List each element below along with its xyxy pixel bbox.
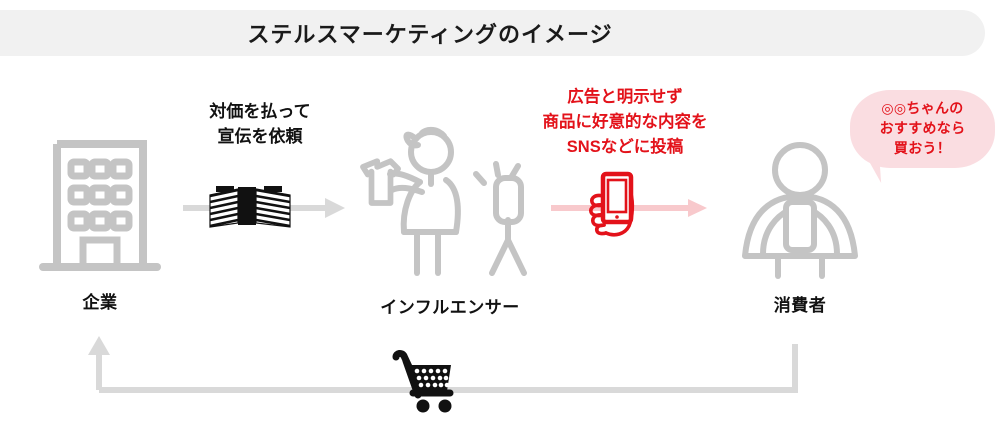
speech-bubble-line2: おすすめなら [879, 120, 966, 137]
office-building-icon [39, 140, 161, 271]
influencer-person-icon [360, 126, 527, 276]
consumer-person-icon [742, 142, 858, 279]
header-bar [0, 10, 985, 56]
node-influencer: インフルエンサー [360, 126, 535, 317]
caption-post-line1: 広告と明示せず [567, 88, 683, 106]
node-label-influencer: インフルエンサー [380, 298, 520, 317]
caption-pay: 対価を払って 宣伝を依頼 [180, 100, 340, 149]
speech-bubble-line1: ◎◎ちゃんの [881, 100, 964, 117]
node-label-company: 企業 [82, 293, 118, 312]
speech-bubble-line3: 買おう！ [893, 139, 952, 156]
hand-holding-smartphone-icon [589, 171, 635, 237]
caption-post-line3: SNSなどに投稿 [566, 137, 684, 156]
speech-bubble: ◎◎ちゃんの おすすめなら 買おう！ [850, 90, 995, 168]
caption-post: 広告と明示せず 商品に好意的な内容を SNSなどに投稿 [515, 85, 735, 159]
speech-bubble-text: ◎◎ちゃんの おすすめなら 買おう！ [880, 99, 966, 159]
node-consumer: 消費者 [725, 138, 875, 315]
purchase-return-arrow [88, 336, 798, 393]
cash-bundle-icon [209, 186, 291, 228]
caption-pay-line2: 宣伝を依頼 [217, 126, 303, 146]
page-title: ステルスマーケティングのイメージ [247, 22, 613, 47]
caption-pay-line1: 対価を払って [209, 102, 311, 121]
shopping-cart-icon [392, 350, 454, 413]
node-label-consumer: 消費者 [773, 296, 827, 315]
node-company: 企業 [35, 130, 165, 312]
caption-post-line2: 商品に好意的な内容を [542, 112, 708, 131]
